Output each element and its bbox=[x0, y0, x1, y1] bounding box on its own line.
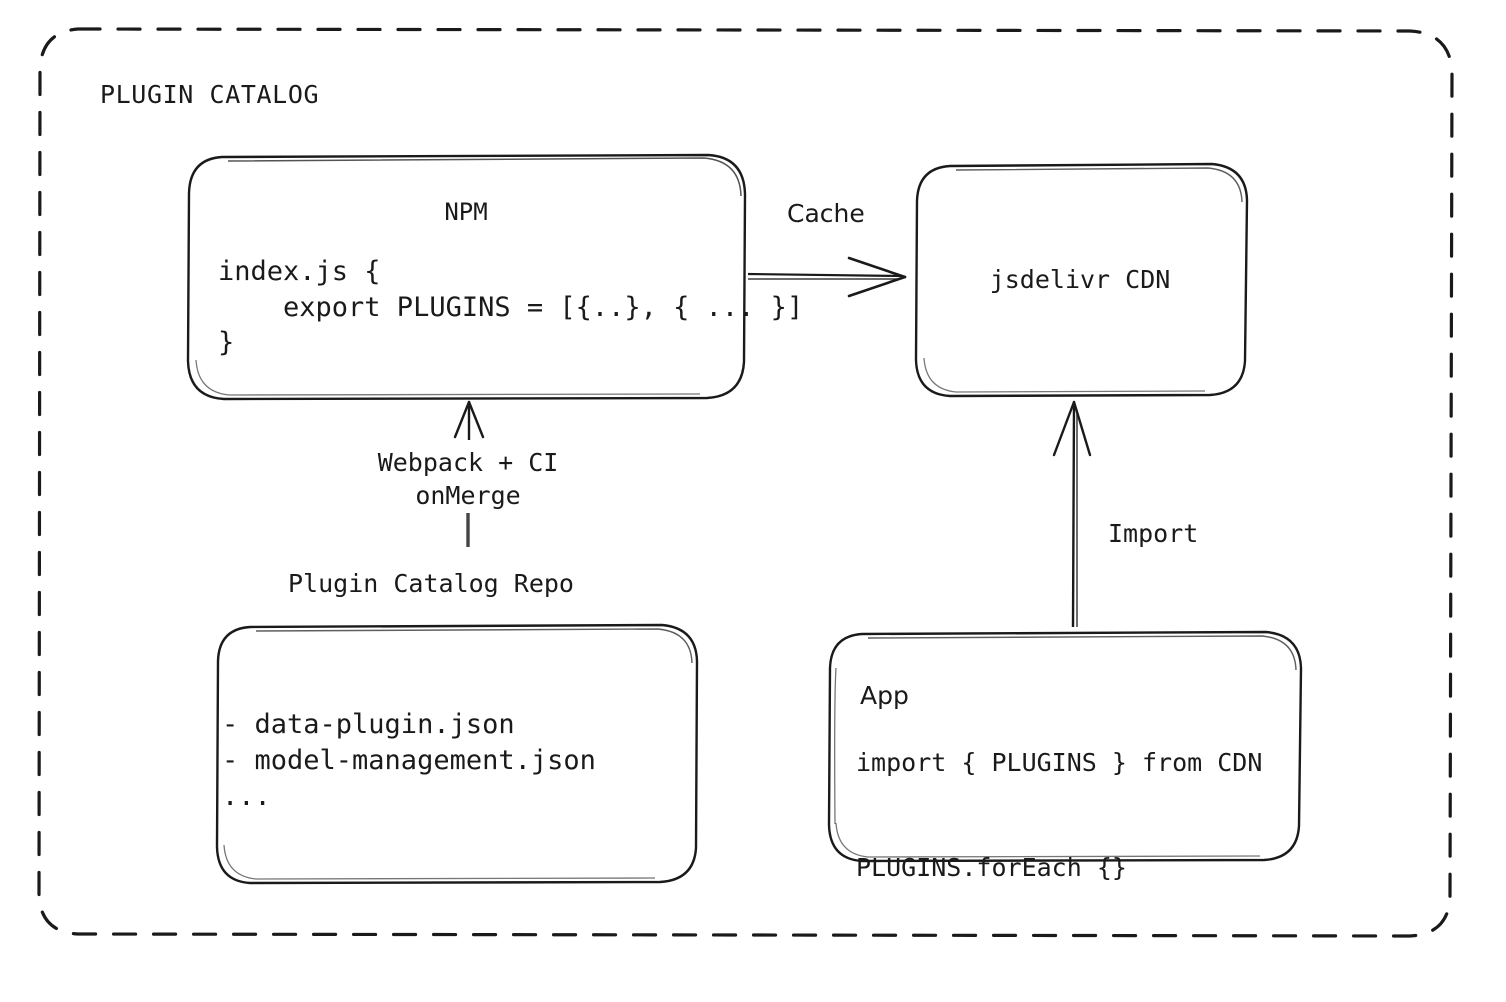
repo-node-items: - data-plugin.json - model-management.js… bbox=[222, 709, 596, 812]
app-node-title: App bbox=[860, 681, 909, 710]
app-node-code: import { PLUGINS } from CDN PLUGINS.forE… bbox=[856, 748, 1263, 882]
import-edge-label: Import bbox=[1108, 519, 1199, 548]
cdn-node-title: jsdelivr CDN bbox=[989, 265, 1171, 294]
cache-edge-label: Cache bbox=[787, 199, 865, 228]
npm-node-title: NPM bbox=[444, 198, 488, 226]
group-title: PLUGIN CATALOG bbox=[100, 80, 320, 109]
build-edge-label: Webpack + CI onMerge bbox=[377, 448, 559, 510]
repo-node-caption: Plugin Catalog Repo bbox=[288, 569, 574, 598]
npm-node-code: index.js { export PLUGINS = [{..}, { ...… bbox=[218, 256, 804, 359]
import-edge-arrow bbox=[1052, 400, 1092, 628]
